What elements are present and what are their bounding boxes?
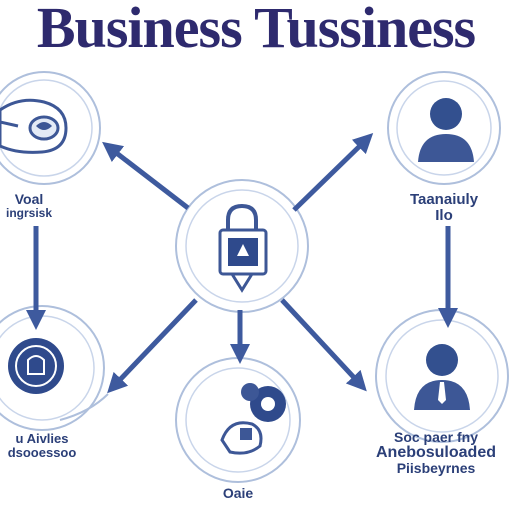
arrow-center-to-bottom-right <box>280 298 367 392</box>
hand-icon <box>0 98 68 154</box>
gear-icon <box>220 383 286 455</box>
node-bottom-center <box>175 357 301 483</box>
person-icon <box>414 344 470 410</box>
label-top-left: Voal ingrsisk <box>5 191 53 220</box>
label-bottom-center: Oaie <box>222 485 254 501</box>
connector-arrows <box>26 133 458 394</box>
diagram-title: Business Tussiness <box>36 0 476 60</box>
node-top-left <box>0 71 101 185</box>
padlock-icon <box>218 203 268 293</box>
arrow-to-top-left <box>102 141 190 210</box>
person-icon <box>418 98 474 162</box>
label-bottom-left: u Aivlies dsooessoo <box>7 431 77 460</box>
label-top-right: Taanaiuly Ilo <box>409 191 479 224</box>
node-bottom-left <box>0 305 109 431</box>
label-bottom-right: Soc paer fny Anebosuloaded Piisbeyrnes <box>375 429 496 477</box>
badge-icon <box>8 338 64 394</box>
arrow-to-top-right <box>292 133 374 212</box>
node-center <box>175 179 309 313</box>
arrow-center-to-bottom-left <box>107 298 198 394</box>
node-top-right <box>387 71 501 185</box>
node-bottom-right <box>375 309 509 443</box>
